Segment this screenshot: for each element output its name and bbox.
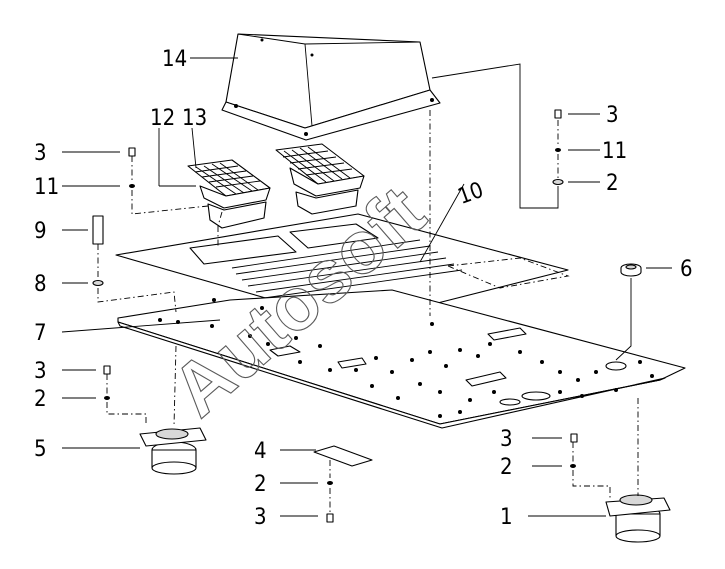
callout-2-center: 2 [254,472,267,497]
callout-9: 9 [34,219,47,244]
callout-3-upper-right: 3 [606,103,619,128]
callout-8: 8 [34,272,47,297]
bracket-part [313,445,373,467]
callout-11-right: 11 [602,139,627,164]
callout-3-upper-left: 3 [34,141,47,166]
callout-6: 6 [680,257,693,282]
base-plate-part [117,289,686,429]
callout-12: 12 [150,106,175,131]
vent-grille-left-part [187,159,271,229]
callout-4: 4 [254,439,267,464]
rubber-mount-left-part [139,427,207,475]
callout-1: 1 [500,505,513,530]
callout-13: 13 [182,106,207,131]
vent-grille-right-part [275,143,365,215]
leader-lines [61,57,672,517]
callout-11-left: 11 [34,175,59,200]
callout-5: 5 [34,437,47,462]
fasteners [92,109,578,523]
rubber-mount-right-part [605,494,671,543]
callout-2-right-lower: 2 [500,455,513,480]
callout-14: 14 [162,47,187,72]
callout-3-right-lower: 3 [500,427,513,452]
cover-box-part [221,33,441,141]
callout-2-left: 2 [34,387,47,412]
callout-10: 10 [455,178,487,210]
callout-3-left-lower: 3 [34,359,47,384]
grommet-part [620,263,642,277]
callout-labels: 14 12 13 3 11 9 8 7 3 2 5 4 2 3 3 2 1 6 … [34,47,693,530]
callout-3-center: 3 [254,505,267,530]
callout-7: 7 [34,321,47,346]
callout-2-upper-right: 2 [606,171,619,196]
